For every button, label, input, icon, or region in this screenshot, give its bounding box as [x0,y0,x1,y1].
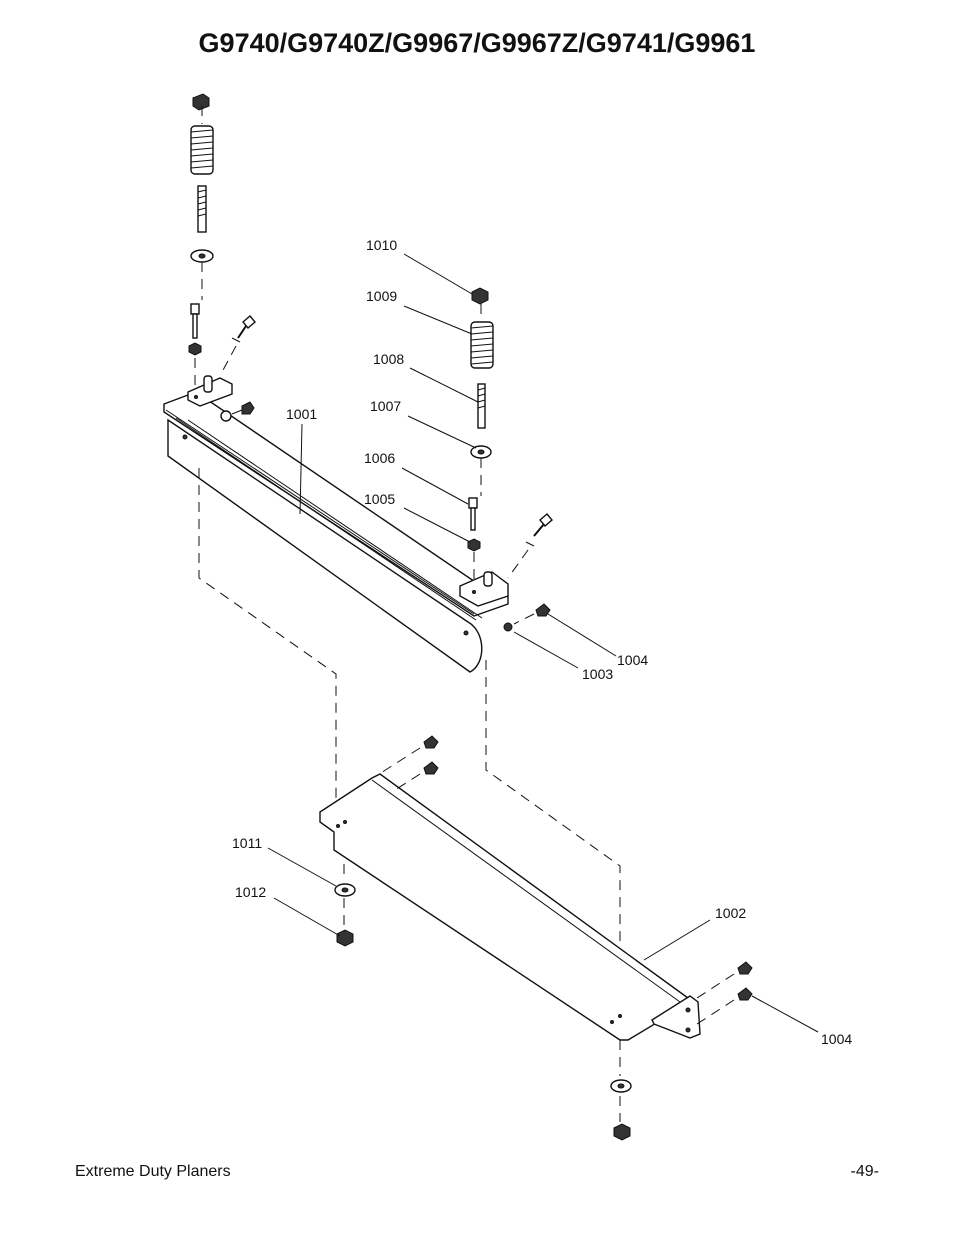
upper-chute-plate [163,375,509,673]
right-spring-stack [470,287,494,496]
left-plate-screw-and-washer [220,401,255,422]
callout-1012: 1012 [235,884,266,900]
left-compression-spring [190,125,214,175]
footer-page-number: -49- [850,1163,879,1180]
right-adjustment-screw [507,513,553,579]
callout-1004-upper: 1004 [617,652,648,668]
callout-1005: 1005 [364,491,395,507]
leader-lines [267,253,819,1033]
right-plate-screw-and-nut [503,603,551,632]
callout-labels: 1010 1009 1008 1007 1001 1006 1005 1004 … [232,237,852,1047]
alignment-lines [198,468,621,1122]
callout-1007: 1007 [370,398,401,414]
callout-1009: 1009 [366,288,397,304]
lower-right-washer-and-nut [610,1079,632,1141]
lower-left-washer-and-nut [334,883,356,947]
callout-1004-lower: 1004 [821,1031,852,1047]
left-bolt-and-nut [188,303,202,390]
callout-1001: 1001 [286,406,317,422]
right-bolt-and-nut [467,497,481,584]
left-spring-stack [190,93,214,300]
lower-chute-plate [319,773,701,1041]
left-adjustment-screw [221,315,256,373]
callout-1011: 1011 [232,835,262,851]
right-compression-spring [470,321,494,369]
callout-1002: 1002 [715,905,746,921]
lower-right-screws [693,961,753,1027]
page-title: G9740/G9740Z/G9967/G9967Z/G9741/G9961 [198,28,756,58]
lower-left-screws [375,735,439,793]
callout-1003: 1003 [582,666,613,682]
callout-1008: 1008 [373,351,404,367]
callout-1010: 1010 [366,237,397,253]
callout-1006: 1006 [364,450,395,466]
footer-manual-title: Extreme Duty Planers [75,1163,231,1180]
